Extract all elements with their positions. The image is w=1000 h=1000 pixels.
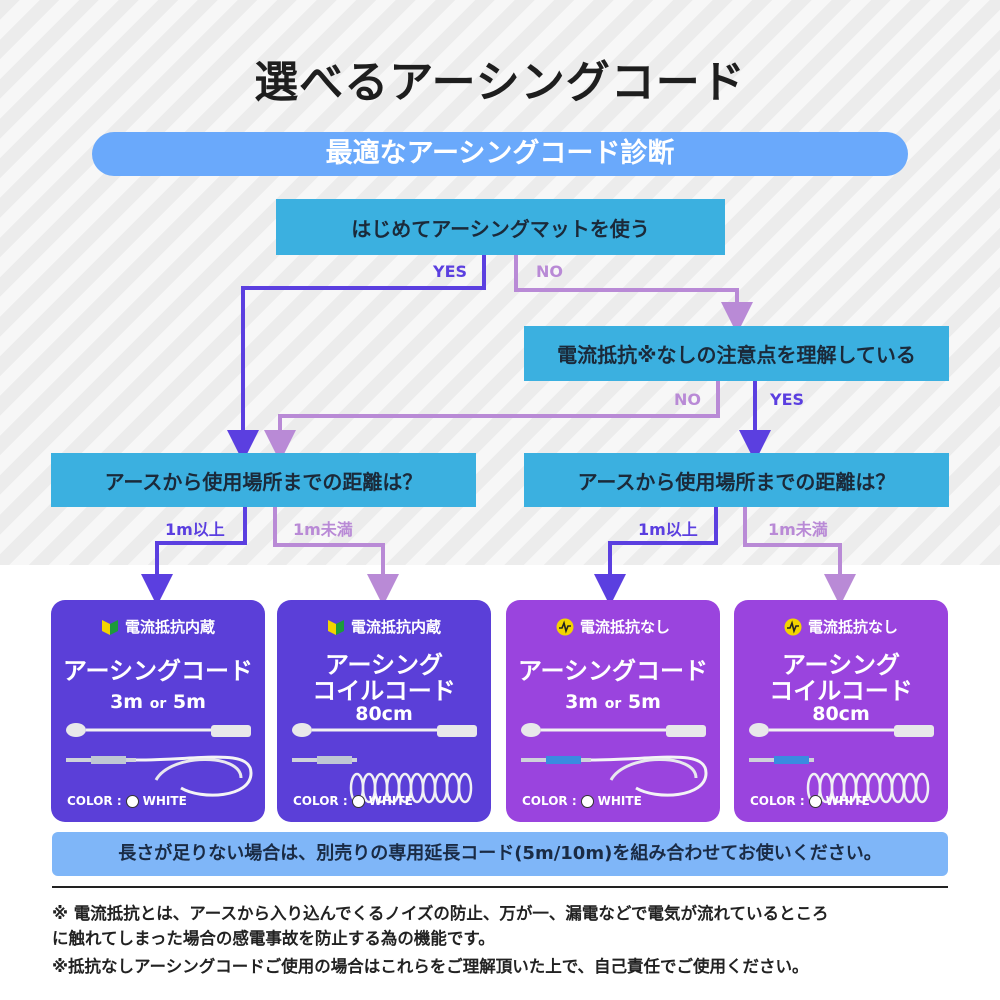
question-no-resistance-text: 電流抵抗※なしの注意点を理解している <box>557 343 916 367</box>
card-length: 3m or 5m <box>565 691 661 713</box>
card-product-name-line2: コイルコード <box>769 677 913 705</box>
question-first-mat: はじめてアーシングマットを使う <box>276 199 725 255</box>
left-short-arrow <box>273 507 399 600</box>
label-right-long: 1m以上 <box>638 520 698 539</box>
card-length: 80cm <box>355 703 413 725</box>
diagnosis-banner: 最適なアーシングコード診断 <box>92 132 908 176</box>
card-length: 3m or 5m <box>110 691 206 713</box>
card-color: COLOR :WHITE <box>67 794 187 808</box>
question-distance-right: アースから使用場所までの距離は？ <box>524 453 949 507</box>
question-distance-left: アースから使用場所までの距離は？ <box>51 453 476 507</box>
white-color-swatch <box>580 794 594 808</box>
q2-no-arrow <box>264 381 720 462</box>
white-color-swatch <box>351 794 365 808</box>
white-color-swatch <box>808 794 822 808</box>
beginner-mark-icon <box>327 619 344 635</box>
extension-note: 長さが足りない場合は、別売りの専用延長コード(5m/10m)を組み合わせてお使い… <box>52 832 948 876</box>
card-badge: 電流抵抗内蔵 <box>277 616 491 637</box>
footnote-line-1: ※ 電流抵抗とは、アースから入り込んでくるノイズの防止、万が一、漏電などで電気が… <box>52 904 829 923</box>
warning-current-icon <box>784 618 802 635</box>
straight-cord-image <box>521 723 708 797</box>
warning-current-icon <box>556 618 574 635</box>
footnote-line-2: に触れてしまった場合の感電事故を防止する為の機能です。 <box>52 929 495 948</box>
card-color: COLOR :WHITE <box>750 794 870 808</box>
card-length: 80cm <box>812 703 870 725</box>
card-product-name-line1: アーシング <box>324 651 444 679</box>
coil-cord-image <box>749 723 934 804</box>
q1-yes-arrow <box>227 255 486 462</box>
card-product-name: アーシングコード <box>517 657 709 685</box>
card-color: COLOR :WHITE <box>522 794 642 808</box>
coil-cord-image <box>292 723 477 804</box>
divider <box>52 886 948 888</box>
left-long-arrow <box>141 507 247 600</box>
q1-no-arrow <box>514 255 753 334</box>
right-short-arrow <box>743 507 856 600</box>
label-right-short: 1m未満 <box>768 520 828 539</box>
label-q1-yes: YES <box>433 262 468 281</box>
card-color: COLOR :WHITE <box>293 794 413 808</box>
white-color-swatch <box>125 794 139 808</box>
right-long-arrow <box>594 507 718 600</box>
label-q2-yes: YES <box>770 390 805 409</box>
product-card-cord-resistor[interactable]: 電流抵抗内蔵 アーシングコード 3m or 5m COLOR :WHITE <box>51 600 265 822</box>
footnote-line-3: ※抵抗なしアーシングコードご使用の場合はこれらをご理解頂いた上で、自己責任でご使… <box>52 957 809 976</box>
straight-cord-image <box>66 723 253 797</box>
beginner-mark-icon <box>101 619 118 635</box>
question-no-resistance: 電流抵抗※なしの注意点を理解している <box>524 326 949 381</box>
card-badge: 電流抵抗なし <box>506 616 720 637</box>
card-product-name-line1: アーシング <box>781 651 901 679</box>
card-badge: 電流抵抗内蔵 <box>51 616 265 637</box>
page-title: 選べるアーシングコード <box>254 57 746 108</box>
flow-arrows <box>141 255 856 600</box>
label-q2-no: NO <box>674 390 701 409</box>
product-card-cord-no-resistor[interactable]: 電流抵抗なし アーシングコード 3m or 5m COLOR :WHITE <box>506 600 720 822</box>
label-q1-no: NO <box>536 262 563 281</box>
label-left-short: 1m未満 <box>293 520 353 539</box>
label-left-long: 1m以上 <box>165 520 225 539</box>
product-card-coil-no-resistor[interactable]: 電流抵抗なし アーシング コイルコード 80cm COLOR :WHITE <box>734 600 948 822</box>
card-product-name: アーシングコード <box>62 657 254 685</box>
product-card-coil-resistor[interactable]: 電流抵抗内蔵 アーシング コイルコード 80cm COLOR :WHITE <box>277 600 491 822</box>
card-product-name-line2: コイルコード <box>312 677 456 705</box>
card-badge: 電流抵抗なし <box>734 616 948 637</box>
